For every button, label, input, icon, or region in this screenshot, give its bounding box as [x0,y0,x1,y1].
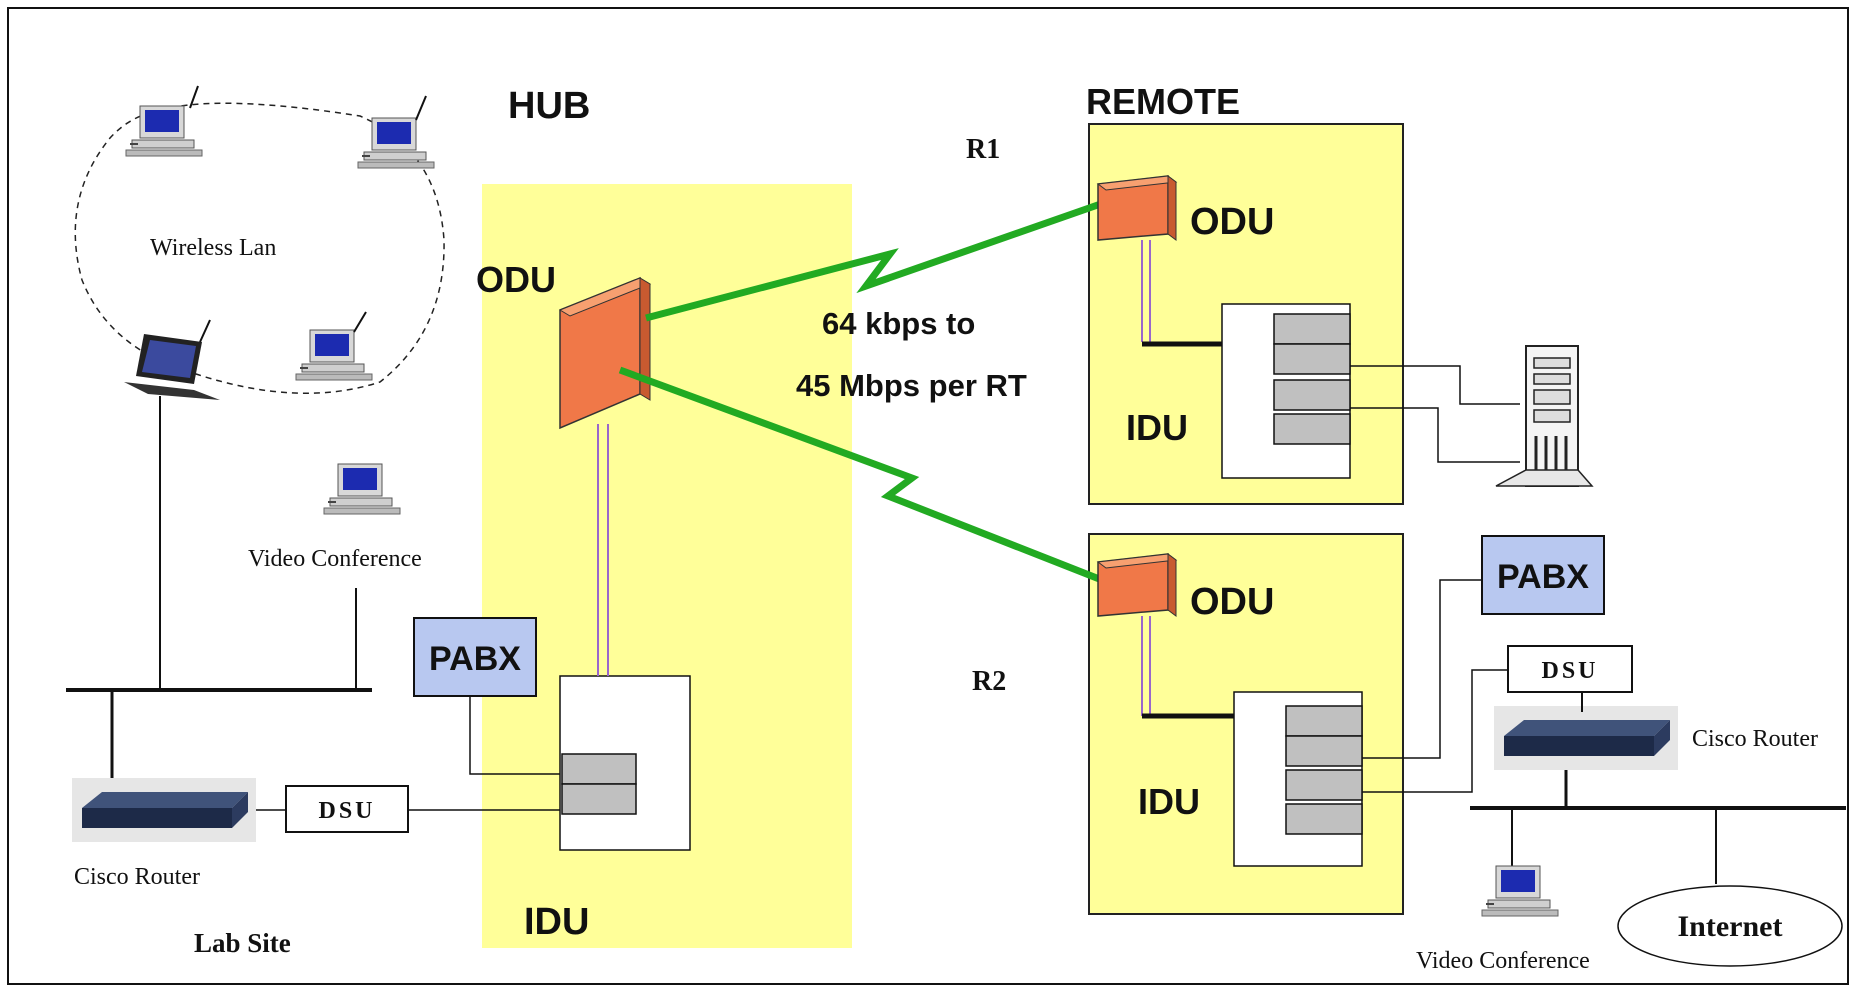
hub-idu-label: IDU [524,901,589,943]
site-label: Lab Site [194,928,291,958]
internet-label: Internet [1678,910,1783,943]
outer-border [8,8,1848,984]
hub-title: HUB [508,85,590,127]
link-rate-line1: 64 kbps to [822,306,975,341]
idu-card [1274,380,1350,410]
r2-odu-label: ODU [1190,581,1274,623]
r2-idu-label: IDU [1138,781,1200,822]
link-rate-line2: 45 Mbps per RT [796,368,1027,403]
odu-device [1098,176,1176,240]
r1-label: R1 [966,134,1000,165]
router-icon [72,778,256,842]
router-label: Cisco Router [74,864,200,890]
remote-title: REMOTE [1086,81,1240,122]
idu-card [1286,736,1362,766]
idu-card [1286,706,1362,736]
video-conference-label: Video Conference [248,546,422,572]
r1-idu-label: IDU [1126,407,1188,448]
idu-card [1274,414,1350,444]
router-icon [1494,706,1678,770]
r2-label: R2 [972,666,1006,697]
pabx-label: PABX [429,640,521,678]
dsu-label: DSU [1541,658,1598,684]
idu-card [1274,344,1350,374]
router-label: Cisco Router [1692,726,1818,752]
idu-card [562,784,636,814]
hub-odu-label: ODU [476,259,556,300]
idu-card [1286,770,1362,800]
dsu-label: DSU [318,798,375,824]
wireless-lan-label: Wireless Lan [150,235,276,261]
idu-card [1286,804,1362,834]
pabx-label: PABX [1497,558,1589,596]
r1-odu-label: ODU [1190,201,1274,243]
video-conference-label: Video Conference [1416,948,1590,974]
idu-card [562,754,636,784]
idu-card [1274,314,1350,344]
odu-device [1098,554,1176,616]
